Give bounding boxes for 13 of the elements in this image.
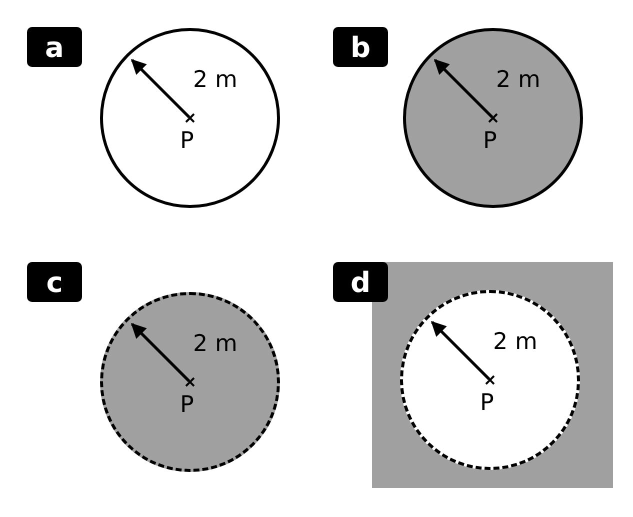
point-label: P — [180, 394, 194, 417]
measurement-label: 2 m — [496, 69, 540, 92]
panel-label: b — [333, 27, 388, 67]
panel-label: c — [27, 262, 82, 302]
point-label: P — [180, 130, 194, 153]
panel-label: a — [27, 27, 82, 67]
point-label: P — [480, 392, 494, 415]
measurement-label: 2 m — [193, 333, 238, 356]
point-label: P — [483, 130, 497, 153]
measurement-label: 2 m — [493, 331, 538, 354]
measurement-label: 2 m — [193, 69, 238, 92]
panel-label: d — [333, 262, 388, 302]
shaded-region — [372, 262, 613, 488]
